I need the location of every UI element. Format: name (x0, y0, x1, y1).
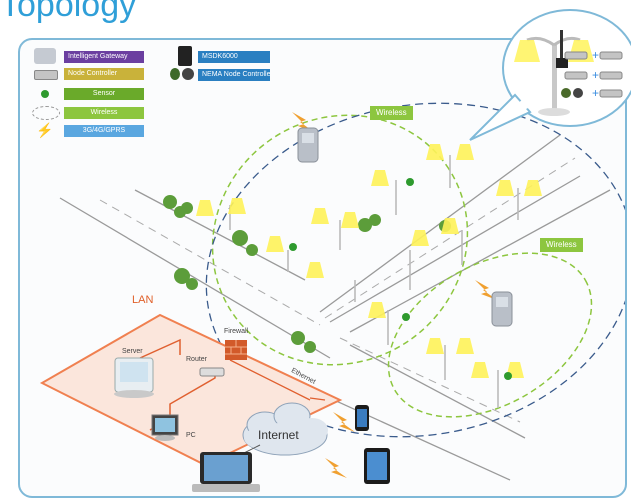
pc-icon (151, 414, 179, 441)
internet-label: Internet (258, 428, 299, 442)
legend-wireless: Wireless (64, 107, 144, 119)
cellular-bolt-icons (292, 112, 497, 478)
pc-label: PC (186, 432, 196, 439)
lamp-post-icon (552, 45, 557, 110)
sensor-legend-icon (41, 90, 49, 98)
gateway-legend-icon (34, 48, 56, 64)
page-title: Topology (0, 0, 137, 24)
legend-nema: NEMA Node Controller (198, 69, 270, 81)
server-label: Server (122, 348, 143, 355)
legend-gateway: Intelligent Gateway (64, 51, 144, 63)
svg-text:+: + (592, 68, 599, 82)
firewall-label: Firewall (224, 328, 249, 335)
nema-legend-icon-2 (182, 68, 194, 80)
smartphone-icon (355, 405, 369, 431)
sensor-icons (289, 178, 512, 380)
legend-cellular: 3G/4G/GPRS (64, 125, 144, 137)
wireless-label-right: Wireless (540, 238, 583, 252)
antenna-legend-icon (178, 46, 192, 66)
node-controller-icons: + + + (561, 48, 623, 100)
antenna-icon (560, 30, 563, 60)
topology-drawing (39, 102, 625, 492)
node-controller-legend-icon (34, 70, 58, 80)
router-label: Router (186, 356, 208, 363)
svg-text:+: + (592, 86, 599, 100)
legend-msdk: MSDK6000 (198, 51, 270, 63)
legend-sensor: Sensor (64, 88, 144, 100)
street-lamps (196, 144, 542, 408)
tree-icons (163, 195, 451, 353)
laptop-icon (192, 452, 260, 492)
wireless-zone-top (211, 114, 469, 366)
wireless-legend-icon (32, 106, 60, 120)
wireless-zone-right (387, 252, 593, 418)
svg-text:+: + (592, 48, 599, 62)
legend-node-controller: Node Controller (64, 68, 144, 80)
gateway-icon (297, 127, 319, 163)
nema-legend-icon (170, 68, 180, 80)
gateway-icon (491, 291, 513, 327)
lan-label: LAN (132, 294, 154, 306)
tablet-icon (364, 448, 390, 484)
cellular-legend-icon: ⚡ (36, 122, 54, 138)
router-icon (199, 367, 225, 377)
wireless-label-top: Wireless (370, 106, 413, 120)
server-icon (114, 357, 154, 398)
firewall-icon (225, 340, 247, 360)
internet-cloud-icon (242, 402, 328, 456)
